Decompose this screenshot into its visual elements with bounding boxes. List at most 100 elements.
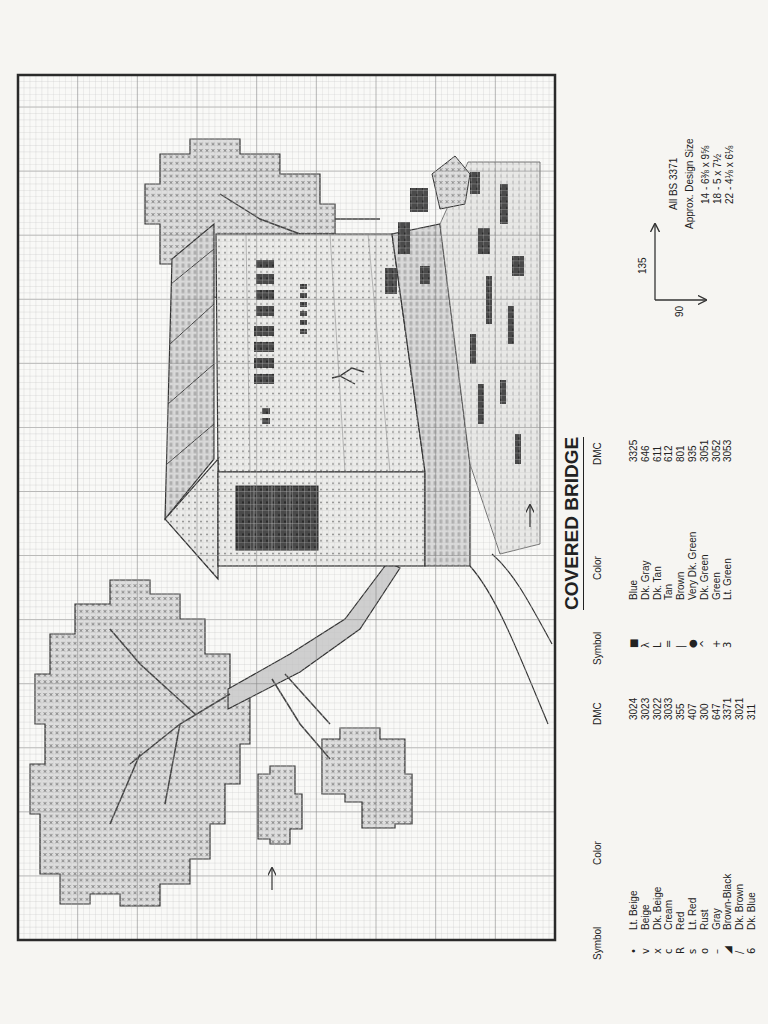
size-arrows	[655, 224, 706, 300]
width-count: 135	[637, 257, 649, 274]
dmc-number: 647	[711, 703, 723, 720]
stitch-grid	[328, 75, 329, 940]
stitch-grid	[23, 75, 24, 940]
chart-art	[478, 384, 484, 424]
stitch-grid	[405, 75, 406, 940]
column-header: Color	[592, 556, 604, 580]
chart-art	[410, 188, 428, 212]
stitch-grid	[364, 75, 365, 940]
stitch-symbol: 3	[722, 642, 734, 648]
stitch-grid	[197, 75, 198, 940]
stitch-grid	[18, 75, 555, 940]
color-name: Lt. Red	[687, 898, 699, 930]
stitch-grid	[232, 75, 233, 940]
color-name: Rust	[699, 909, 711, 930]
stitch-grid	[429, 75, 430, 940]
dmc-number: 3051	[699, 440, 711, 462]
covered-bridge	[216, 234, 425, 472]
chart-ground	[18, 75, 555, 940]
stitch-grid	[358, 75, 359, 940]
tree-left	[228, 562, 400, 709]
stitch-grid	[435, 75, 436, 940]
dmc-number: 3033	[663, 698, 675, 720]
chart-art	[512, 256, 524, 276]
chart-art	[256, 274, 274, 284]
backstitch-note: All BS 3371	[668, 158, 680, 210]
size-arrows	[654, 224, 655, 300]
dmc-number: 3371	[722, 698, 734, 720]
stitch-grid	[143, 75, 144, 940]
color-name: Cream	[663, 900, 675, 930]
stitch-symbol: =	[663, 640, 675, 648]
stitch-grid	[471, 75, 472, 940]
stitch-grid	[304, 75, 305, 940]
stitch-grid	[340, 75, 341, 940]
stitch-symbol: ◢	[722, 946, 734, 954]
chart-art	[500, 380, 506, 404]
stitch-grid	[155, 75, 156, 940]
chart-art	[300, 320, 307, 325]
stitch-grid	[173, 75, 174, 940]
color-name: Blue	[628, 580, 640, 600]
stitch-grid	[417, 75, 418, 940]
stitch-symbol: λ	[640, 642, 652, 648]
stitch-grid	[352, 75, 353, 940]
stitch-grid	[191, 75, 192, 940]
dmc-number: 3023	[640, 698, 652, 720]
stitch-grid	[268, 75, 269, 940]
dmc-number: 3052	[711, 440, 723, 462]
column-header: Symbol	[592, 927, 604, 960]
stitch-symbol: L	[652, 642, 664, 648]
dmc-number: 611	[652, 446, 664, 462]
color-name: Green	[711, 572, 723, 600]
color-name: Red	[675, 912, 687, 930]
design-size: 18 - 5 x 7½	[712, 154, 724, 204]
stitch-symbol: v	[640, 948, 652, 954]
stitch-grid	[292, 75, 293, 940]
stitch-grid	[519, 75, 520, 940]
color-name: Lt. Green	[722, 558, 734, 600]
chart-art	[300, 302, 307, 307]
chart-art	[385, 268, 397, 294]
stitch-grid	[370, 75, 371, 940]
river-and-rocks	[432, 156, 470, 209]
color-name: Beige	[640, 904, 652, 930]
chart-art	[256, 290, 274, 300]
stitch-grid	[501, 75, 502, 940]
stitch-symbol: •	[628, 948, 640, 954]
stitch-symbol: –	[711, 949, 723, 954]
stitch-grid	[119, 75, 120, 940]
column-header: DMC	[592, 702, 604, 725]
stitch-grid	[477, 75, 478, 940]
tree-left	[30, 580, 250, 906]
color-name: Tan	[663, 584, 675, 600]
color-name: Very Dk. Green	[687, 532, 699, 600]
tree-right	[220, 194, 380, 234]
stitch-grid	[453, 75, 454, 940]
stitch-grid	[113, 75, 114, 940]
stitch-grid	[131, 75, 132, 940]
size-heading: Approx. Design Size	[684, 138, 696, 229]
tree-left	[322, 728, 412, 828]
chart-frame	[18, 75, 555, 940]
stitch-symbol: ^	[699, 640, 711, 648]
stitch-grid	[137, 75, 138, 940]
design-size: 22 - 4⅛ x 6⅛	[724, 146, 736, 204]
height-count: 90	[674, 306, 686, 317]
stitch-grid	[543, 75, 544, 940]
stitch-grid	[489, 75, 490, 940]
stitch-grid	[161, 75, 162, 940]
stitch-grid	[441, 75, 442, 940]
stitch-grid	[185, 75, 186, 940]
dmc-number: 407	[687, 703, 699, 720]
column-header: Color	[592, 841, 604, 865]
dmc-number: 935	[687, 445, 699, 462]
stitch-symbol: R	[675, 947, 687, 954]
stitch-symbol: ●	[687, 639, 699, 648]
chart-art	[478, 228, 490, 254]
color-name: Dk. Blue	[746, 892, 758, 930]
color-name: Dk. Tan	[652, 566, 664, 600]
stitch-grid	[399, 75, 400, 940]
